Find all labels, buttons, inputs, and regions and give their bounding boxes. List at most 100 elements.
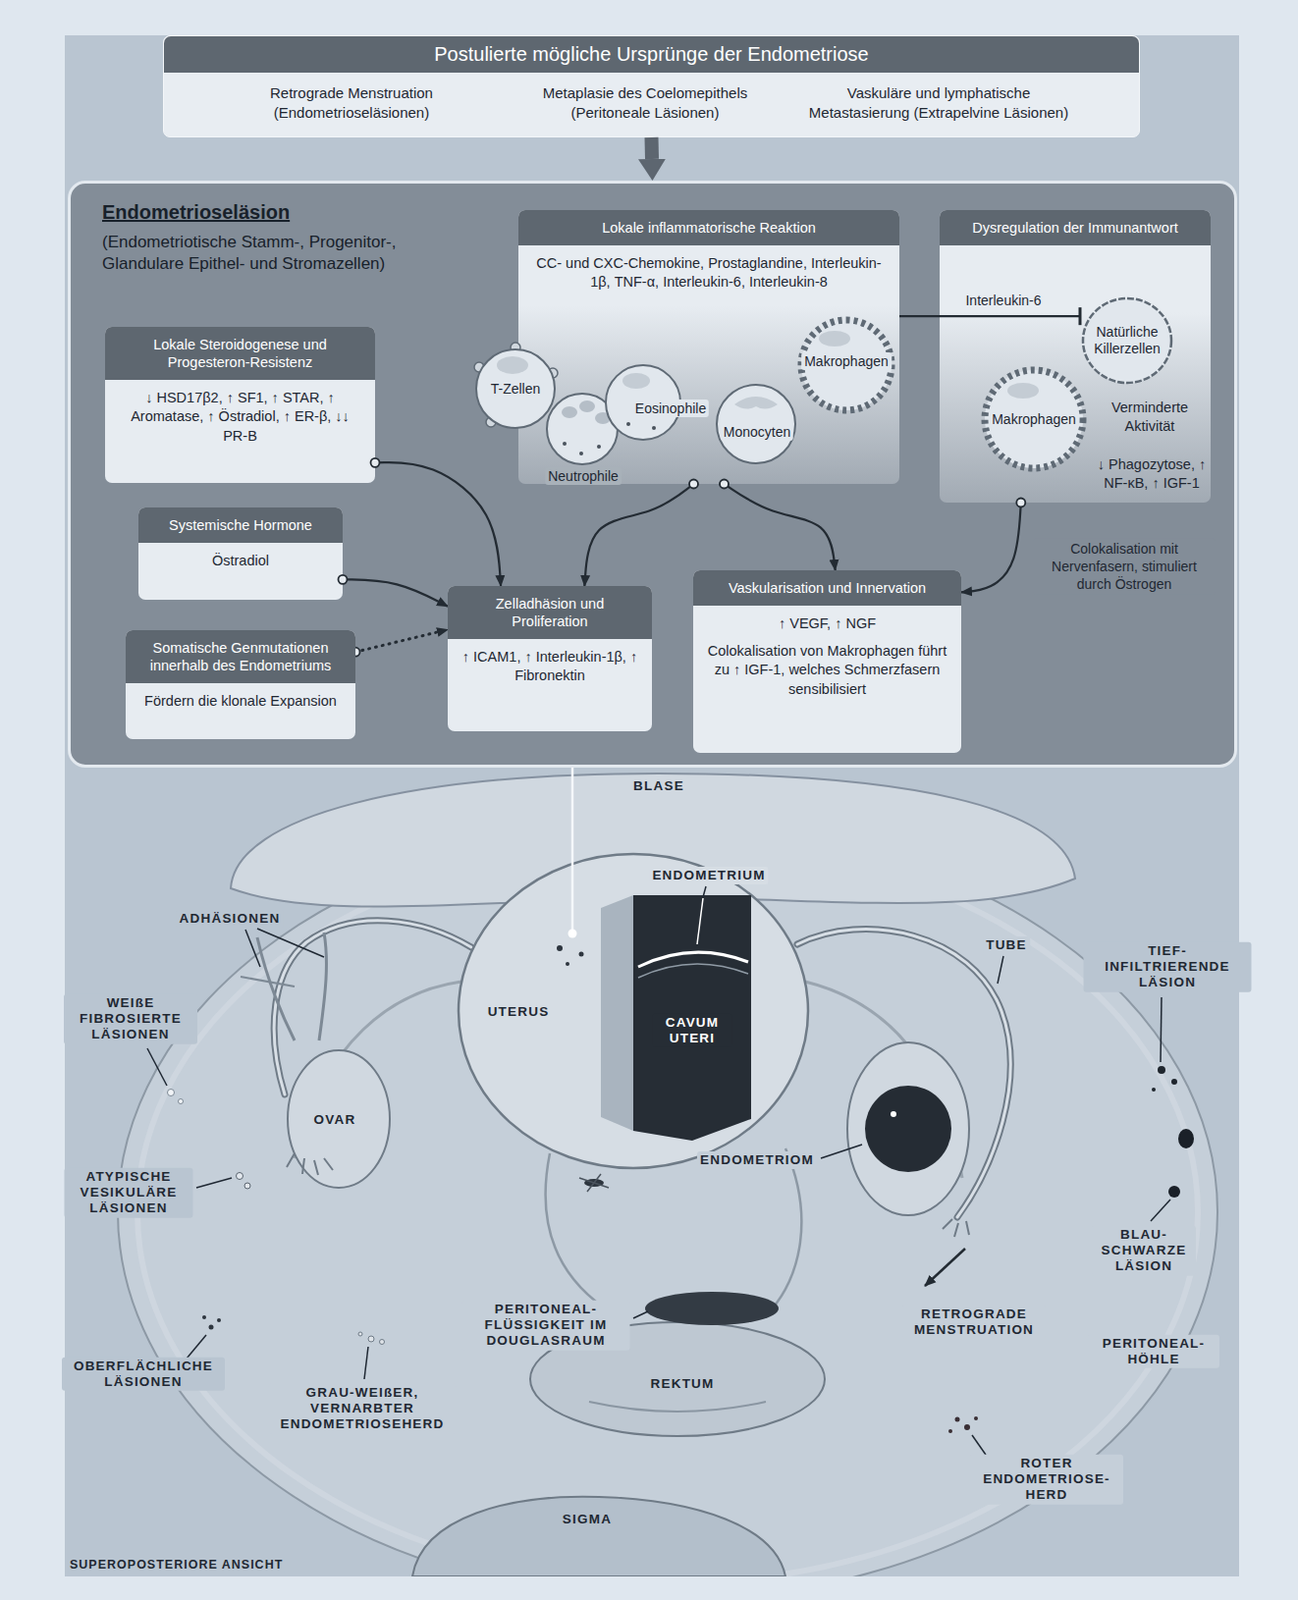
red-lesion <box>973 1416 978 1421</box>
cell-nucleus <box>496 356 529 375</box>
origin-box: Postulierte mögliche Ursprünge der Endom… <box>162 35 1140 138</box>
leader-line <box>364 1347 369 1380</box>
label-anchor: T-Zellen <box>515 388 572 407</box>
red-lesion <box>955 1417 961 1423</box>
lesion-dot <box>209 1325 215 1331</box>
t-cell <box>476 349 555 429</box>
right-tube-highlight <box>797 929 1011 1218</box>
label-anchor: Interleukin-6 <box>1003 300 1085 321</box>
pelvis-group <box>117 767 1218 1577</box>
granule <box>562 441 567 446</box>
peritoneal-cavity <box>117 824 1218 1577</box>
cell-nucleus <box>1007 382 1039 399</box>
label-anchor: Monocyten <box>757 432 830 450</box>
leader-line <box>820 1144 863 1159</box>
part-label: PERITONEAL-HÖHLE <box>1087 1335 1220 1369</box>
box-heading: Lokale Steroidogenese und Progesteron-Re… <box>105 326 376 380</box>
retrograde-arrow <box>924 1248 966 1287</box>
box-text: ↑ VEGF, ↑ NGF <box>693 605 962 634</box>
endometrioma-highlight <box>890 1111 897 1118</box>
cell-label: Makrophagen <box>801 352 892 371</box>
process-box: Vaskularisation und Innervation↑ VEGF, ↑… <box>693 570 962 754</box>
label-anchor: CAVUM UTERI <box>692 1030 772 1065</box>
fimbriae <box>286 1153 333 1176</box>
cell-node: Natürliche Killerzellen <box>1080 295 1175 386</box>
arrow-connector <box>724 484 836 571</box>
granule <box>596 444 601 449</box>
process-box: Zelladhäsion und Proliferation↑ ICAM1, ↑… <box>447 586 652 732</box>
left-ovary <box>287 1050 390 1189</box>
granule <box>579 451 584 456</box>
red-lesion <box>948 1429 953 1434</box>
nk-cell-shape <box>1082 298 1172 383</box>
box-text: Verminderte Aktivität <box>1094 398 1205 436</box>
vesicle <box>244 1183 251 1190</box>
lesion-dot <box>202 1315 207 1320</box>
connector-origin <box>338 575 348 585</box>
part-label: SIGMA <box>559 1511 615 1529</box>
lesion-dot <box>1157 1066 1166 1075</box>
label-anchor: BLAU-SCHWARZE LÄSION <box>1143 1250 1248 1301</box>
leader-line <box>633 1311 649 1319</box>
part-label: OBERFLÄCHLICHE LÄSIONEN <box>61 1357 225 1392</box>
part-label: ENDOMETRIOM <box>697 1151 817 1170</box>
lesion-dot <box>579 952 585 958</box>
part-label: ADHÄSIONEN <box>176 910 284 928</box>
leader-line <box>697 898 704 945</box>
connector-origin <box>371 458 380 468</box>
red-lesion <box>964 1424 971 1431</box>
right-tube <box>797 929 1011 1218</box>
label-anchor: GRAU-WEIßER, VERNARBTER ENDOMETRIOSEHERD <box>362 1408 550 1460</box>
lesion-panel: Endometrioseläsion(Endometriotische Stam… <box>67 180 1238 768</box>
part-label: REKTUM <box>648 1375 718 1394</box>
box-heading: Somatische Genmutationen innerhalb des E… <box>125 630 356 684</box>
view-note: SUPEROPOSTERIORE ANSICHT <box>66 1557 286 1573</box>
uterine-cavity <box>633 895 752 1141</box>
cell-label: Eosinophile <box>632 399 709 418</box>
granule <box>651 426 656 431</box>
blue-black-lesion <box>1178 1129 1194 1149</box>
part-label: BLASE <box>630 777 688 796</box>
label-anchor: SIGMA <box>587 1519 643 1538</box>
label-anchor: REKTUM <box>682 1384 753 1403</box>
leader-line <box>972 1435 986 1456</box>
label-anchor: WEIßE FIBROSIERTE LÄSIONEN <box>130 1019 265 1070</box>
uterus <box>458 854 809 1169</box>
box-text: Fördern die klonale Expansion <box>125 683 356 711</box>
part-label: OVAR <box>311 1111 360 1130</box>
label-anchor: TUBE <box>1006 945 1054 964</box>
box-text: ↓ Phagozytose, ↑ NF-κB, ↑ IGF-1 <box>1096 455 1207 493</box>
part-label: BLAU-SCHWARZE LÄSION <box>1091 1226 1196 1277</box>
process-box: Dysregulation der ImmunantwortVermindert… <box>939 210 1211 503</box>
cell-nucleus <box>579 400 595 413</box>
endometrium-line <box>638 952 749 968</box>
label-anchor: PERITONEAL-FLÜSSIGKEIT IM DOUGLASRAUM <box>545 1325 714 1376</box>
adhesion <box>257 937 295 1041</box>
edge-label: Colokalisation mit Nervenfasern, stimuli… <box>1032 539 1216 595</box>
endometrioma <box>865 1085 952 1173</box>
lesion-dot <box>556 945 563 952</box>
label-anchor: ATYPISCHE VESIKULÄRE LÄSIONEN <box>128 1192 258 1244</box>
box-heading: Zelladhäsion und Proliferation <box>447 586 652 640</box>
right-ovary <box>847 1042 970 1216</box>
leader-line <box>997 956 1004 984</box>
label-anchor: ENDOMETRIUM <box>708 875 828 894</box>
connector-origin <box>351 648 361 657</box>
box-heading: Postulierte mögliche Ursprünge der Endom… <box>163 36 1139 73</box>
connector-origin <box>689 480 699 489</box>
box-heading: Dysregulation der Immunantwort <box>939 210 1211 246</box>
block-arrow <box>645 137 660 160</box>
connector-origin <box>719 480 729 489</box>
lesion-dot <box>565 962 570 967</box>
box-text: ↓ HSD17β2, ↑ SF1, ↑ STAR, ↑ Aromatase, ↑… <box>105 379 376 445</box>
panel-subtitle: (Endometriotische Stamm-, Progenitor-, G… <box>102 231 441 275</box>
lesion <box>579 1174 609 1192</box>
label-anchor: OVAR <box>334 1120 383 1138</box>
cell-label: T-Zellen <box>487 379 544 398</box>
part-label: ENDOMETRIUM <box>649 866 768 885</box>
part-label: RETROGRADE MENSTRUATION <box>902 1305 1046 1340</box>
lesion-dot <box>358 1332 363 1337</box>
peritoneal-fluid <box>645 1292 779 1326</box>
